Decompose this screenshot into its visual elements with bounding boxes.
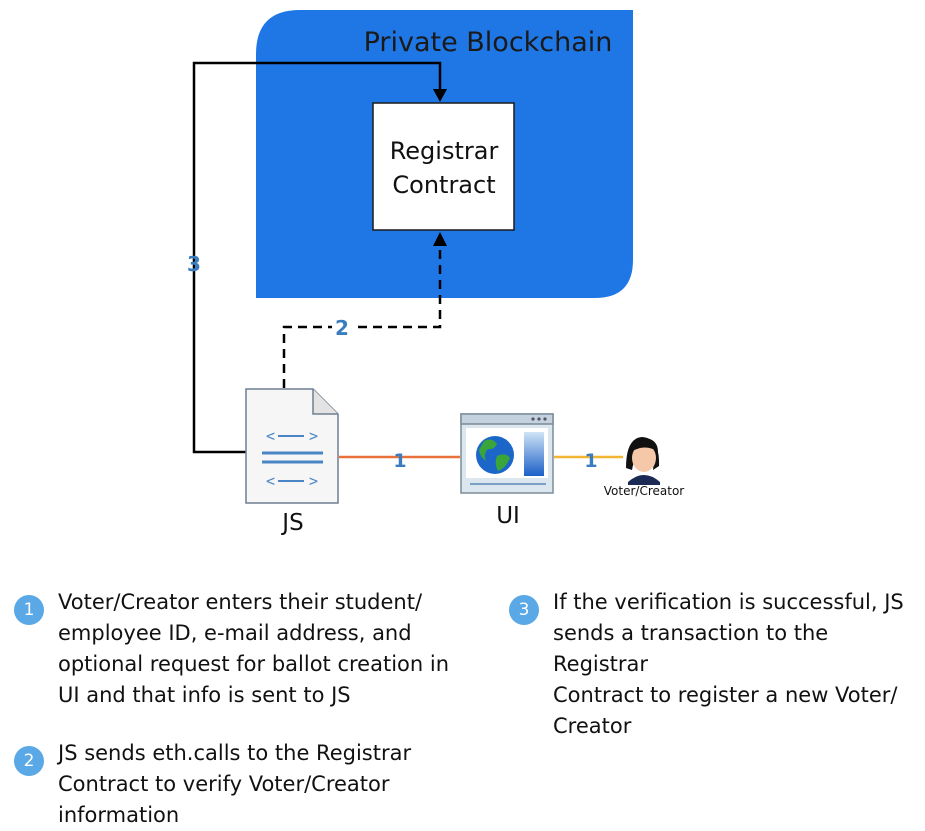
svg-text:>: > bbox=[309, 472, 318, 490]
step-2-text: JS sends eth.calls to the Registrar Cont… bbox=[58, 741, 412, 827]
registrar-contract-box bbox=[372, 102, 515, 231]
js-document-icon: < > < > bbox=[245, 388, 339, 504]
step-1-text: Voter/Creator enters their student/ empl… bbox=[58, 590, 450, 707]
voter-creator-label: Voter/Creator bbox=[604, 484, 685, 498]
edge-3-arrowhead bbox=[433, 89, 447, 102]
step-3-text: If the verification is successful, JS se… bbox=[553, 590, 904, 738]
edge-2-number: 2 bbox=[335, 316, 349, 340]
legend-step-2: 2 JS sends eth.calls to the Registrar Co… bbox=[14, 738, 484, 831]
step-2-badge: 2 bbox=[14, 746, 44, 776]
edge-2-arrowhead bbox=[433, 232, 447, 246]
legend-step-1: 1 Voter/Creator enters their student/ em… bbox=[14, 587, 484, 711]
step-3-badge: 3 bbox=[509, 595, 539, 625]
js-label: JS bbox=[280, 510, 303, 536]
svg-text:<: < bbox=[266, 472, 275, 490]
registrar-contract-label-line2: Contract bbox=[392, 171, 495, 199]
ui-browser-icon bbox=[460, 413, 554, 494]
edge-js-to-contract-transaction bbox=[192, 61, 442, 454]
edge-3-number: 3 bbox=[187, 252, 201, 276]
step-1-badge: 1 bbox=[14, 595, 44, 625]
ui-label: UI bbox=[496, 503, 520, 529]
edge-js-ui-number: 1 bbox=[393, 450, 406, 472]
registrar-contract-label-line1: Registrar bbox=[390, 137, 499, 165]
private-blockchain-label: Private Blockchain bbox=[364, 27, 613, 58]
svg-text:>: > bbox=[309, 427, 318, 445]
edge-js-to-contract-call bbox=[282, 243, 442, 388]
svg-text:<: < bbox=[266, 427, 275, 445]
legend-step-3: 3 If the verification is successful, JS … bbox=[509, 587, 921, 742]
user-icon bbox=[626, 437, 660, 485]
edge-ui-user-number: 1 bbox=[584, 450, 597, 472]
architecture-diagram: Private Blockchain Registrar Contract 3 … bbox=[187, 10, 685, 536]
